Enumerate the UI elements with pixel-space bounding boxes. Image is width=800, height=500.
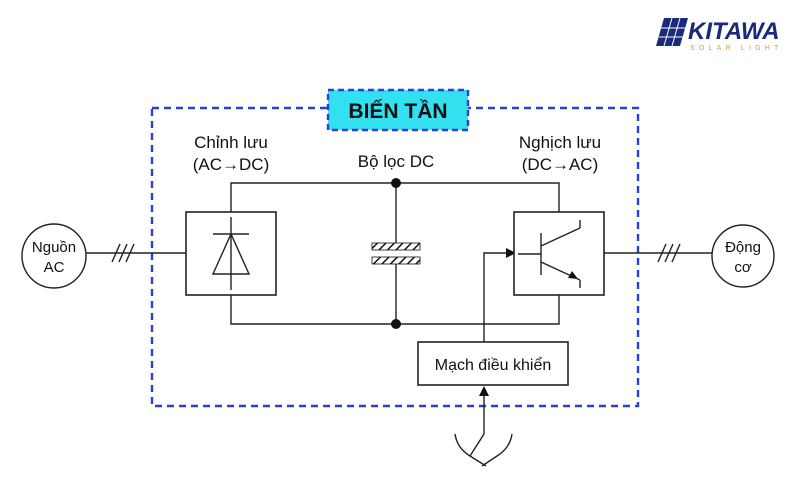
rectifier-block: [185, 211, 277, 296]
rectifier-sublabel: (AC→DC): [193, 155, 270, 174]
control-arrow-icon: [506, 248, 516, 258]
three-phase-marks-output: [657, 243, 681, 263]
inverter-label: Nghịch lưu: [519, 133, 601, 152]
capacitor-icon: [371, 242, 421, 265]
inverter-block: [513, 211, 605, 296]
control-input-symbol: [454, 433, 513, 467]
filter-label: Bộ lọc DC: [358, 152, 435, 171]
solar-panel-icon: [656, 17, 688, 47]
controller-label: Mạch điều khiển: [435, 356, 552, 374]
diagram-title: BIẾN TẦN: [348, 100, 447, 123]
junction-dot-bottom: [391, 319, 401, 329]
title-box: BIẾN TẦN: [326, 88, 470, 132]
emitter-arrow-icon: [568, 271, 578, 279]
rectifier-label: Chỉnh lưu: [194, 133, 268, 152]
logo-tagline: SOLAR LIGHT: [690, 45, 783, 52]
motor-label-line1: Động: [725, 239, 761, 256]
source-label-line1: Nguồn: [32, 239, 76, 256]
motor-label-line2: cơ: [734, 259, 752, 276]
controller-box: Mạch điều khiển: [417, 341, 569, 386]
source-label-line2: AC: [44, 259, 65, 276]
feedback-arrow-icon: [479, 386, 489, 396]
junction-dot-top: [391, 178, 401, 188]
kitawa-logo: KITAWA SOLAR LIGHT: [656, 17, 783, 52]
wiring: [86, 182, 712, 434]
ac-source: Nguồn AC: [21, 223, 87, 289]
diode-icon: [211, 217, 251, 290]
three-phase-marks-input: [111, 243, 135, 263]
logo-name: KITAWA: [688, 18, 780, 45]
inverter-sublabel: (DC→AC): [522, 155, 599, 174]
motor: Động cơ: [711, 224, 775, 288]
